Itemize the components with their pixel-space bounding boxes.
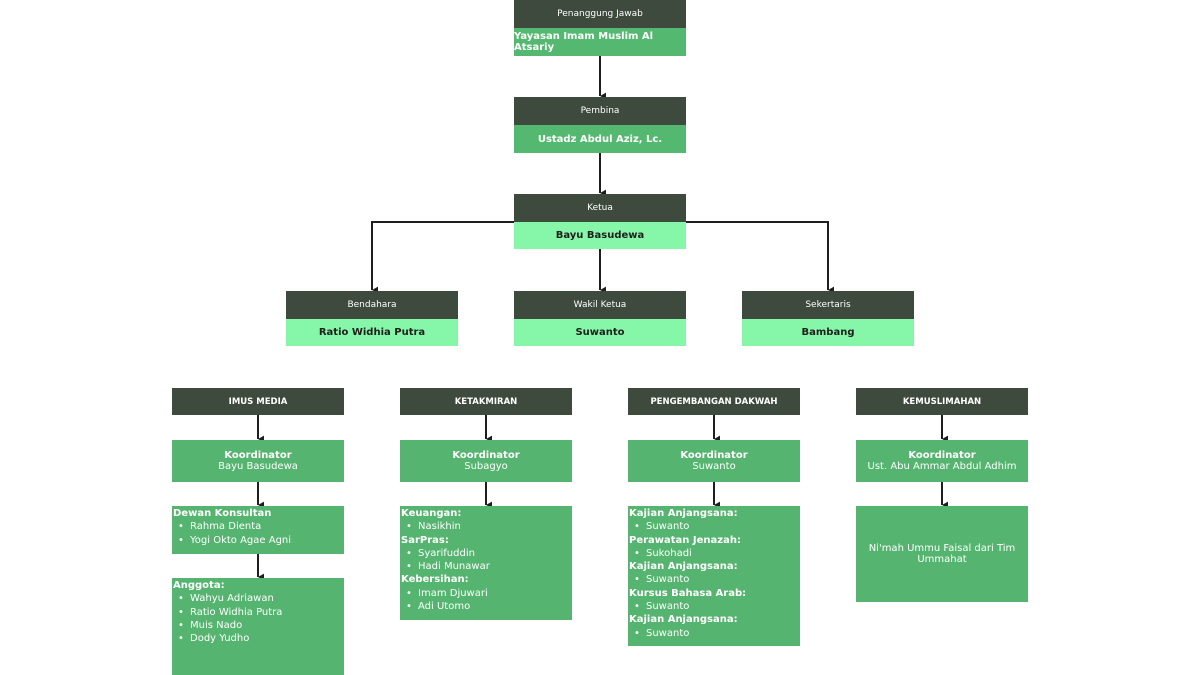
- coordinator-name: Subagyo: [464, 461, 508, 472]
- pembina-role: Pembina: [514, 97, 686, 125]
- member-item: Wahyu Adriawan: [178, 592, 344, 606]
- member-item: Dody Yudho: [178, 632, 344, 646]
- member-item: Suwanto: [634, 600, 800, 614]
- member-item: Adi Utomo: [406, 600, 572, 614]
- member-list: Suwanto: [629, 520, 800, 534]
- sekertaris-name: Bambang: [742, 319, 914, 346]
- member-item: Sukohadi: [634, 547, 800, 561]
- member-list: Syarifuddin Hadi Munawar: [401, 547, 572, 574]
- muslimah-note-box: Ni'mah Ummu Faisal dari Tim Ummahat: [856, 506, 1028, 602]
- division-dakwah-header: PENGEMBANGAN DAKWAH: [628, 388, 800, 415]
- member-item: Imam Djuwari: [406, 587, 572, 601]
- takmir-coordinator-box: Koordinator Subagyo: [400, 440, 572, 482]
- bendahara-name: Ratio Widhia Putra: [286, 319, 458, 346]
- group-heading: Kajian Anjangsana:: [629, 561, 738, 573]
- member-item: Rahma Dienta: [178, 520, 344, 534]
- muslimah-note-text: Ni'mah Ummu Faisal dari Tim Ummahat: [868, 543, 1016, 565]
- coordinator-label: Koordinator: [680, 450, 748, 461]
- coordinator-name: Suwanto: [692, 461, 736, 472]
- ketua-name: Bayu Basudewa: [514, 222, 686, 249]
- division-kemuslimahan-header: KEMUSLIMAHAN: [856, 388, 1028, 415]
- ketua-role: Ketua: [514, 194, 686, 222]
- member-item: Syarifuddin: [406, 547, 572, 561]
- group-heading: SarPras:: [401, 534, 449, 546]
- wakil-ketua-name: Suwanto: [514, 319, 686, 346]
- member-list: Rahma Dienta Yogi Okto Agae Agni: [173, 520, 344, 547]
- dakwah-coordinator-box: Koordinator Suwanto: [628, 440, 800, 482]
- member-list: Imam Djuwari Adi Utomo: [401, 587, 572, 614]
- wakil-ketua-role: Wakil Ketua: [514, 291, 686, 319]
- member-item: Muis Nado: [178, 619, 344, 633]
- member-item: Yogi Okto Agae Agni: [178, 534, 344, 548]
- group-heading: Kajian Anjangsana:: [629, 614, 738, 626]
- dakwah-members-box: Kajian Anjangsana: Suwanto Perawatan Jen…: [628, 506, 800, 646]
- member-item: Suwanto: [634, 573, 800, 587]
- coordinator-name: Bayu Basudewa: [218, 461, 298, 472]
- sekertaris-role: Sekertaris: [742, 291, 914, 319]
- penanggung-jawab-name: Yayasan Imam Muslim Al Atsariy: [514, 28, 686, 56]
- arrow-ketua-sekertaris: [686, 221, 828, 290]
- group-heading: Kajian Anjangsana:: [629, 508, 738, 519]
- member-list: Suwanto: [629, 627, 800, 641]
- coordinator-name: Ust. Abu Ammar Abdul Adhim: [867, 461, 1017, 472]
- takmir-members-box: Keuangan: Nasikhin SarPras: Syarifuddin …: [400, 506, 572, 620]
- imus-coordinator-box: Koordinator Bayu Basudewa: [172, 440, 344, 482]
- member-list: Suwanto: [629, 600, 800, 614]
- coordinator-label: Koordinator: [452, 450, 520, 461]
- member-item: Suwanto: [634, 627, 800, 641]
- imus-anggota-box: Anggota: Wahyu Adriawan Ratio Widhia Put…: [172, 578, 344, 675]
- division-ketakmiran-header: KETAKMIRAN: [400, 388, 572, 415]
- pembina-name: Ustadz Abdul Aziz, Lc.: [514, 125, 686, 153]
- group-heading: Dewan Konsultan: [173, 508, 272, 519]
- imus-dewan-konsultan-box: Dewan Konsultan Rahma Dienta Yogi Okto A…: [172, 506, 344, 554]
- coordinator-label: Koordinator: [908, 450, 976, 461]
- penanggung-jawab-role: Penanggung Jawab: [514, 0, 686, 28]
- member-list: Nasikhin: [401, 520, 572, 534]
- member-item: Suwanto: [634, 520, 800, 534]
- bendahara-role: Bendahara: [286, 291, 458, 319]
- group-heading: Kursus Bahasa Arab:: [629, 587, 747, 599]
- group-heading: Anggota:: [173, 580, 225, 591]
- member-list: Suwanto: [629, 573, 800, 587]
- member-item: Ratio Widhia Putra: [178, 606, 344, 620]
- muslimah-coordinator-box: Koordinator Ust. Abu Ammar Abdul Adhim: [856, 440, 1028, 482]
- group-heading: Kebersihan:: [401, 574, 469, 586]
- group-heading: Keuangan:: [401, 508, 462, 519]
- member-item: Hadi Munawar: [406, 560, 572, 574]
- member-list: Sukohadi: [629, 547, 800, 561]
- coordinator-label: Koordinator: [224, 450, 292, 461]
- group-heading: Perawatan Jenazah:: [629, 534, 741, 546]
- member-list: Wahyu Adriawan Ratio Widhia Putra Muis N…: [173, 592, 344, 645]
- division-imus-media-header: IMUS MEDIA: [172, 388, 344, 415]
- member-item: Nasikhin: [406, 520, 572, 534]
- arrow-ketua-bendahara: [371, 221, 514, 290]
